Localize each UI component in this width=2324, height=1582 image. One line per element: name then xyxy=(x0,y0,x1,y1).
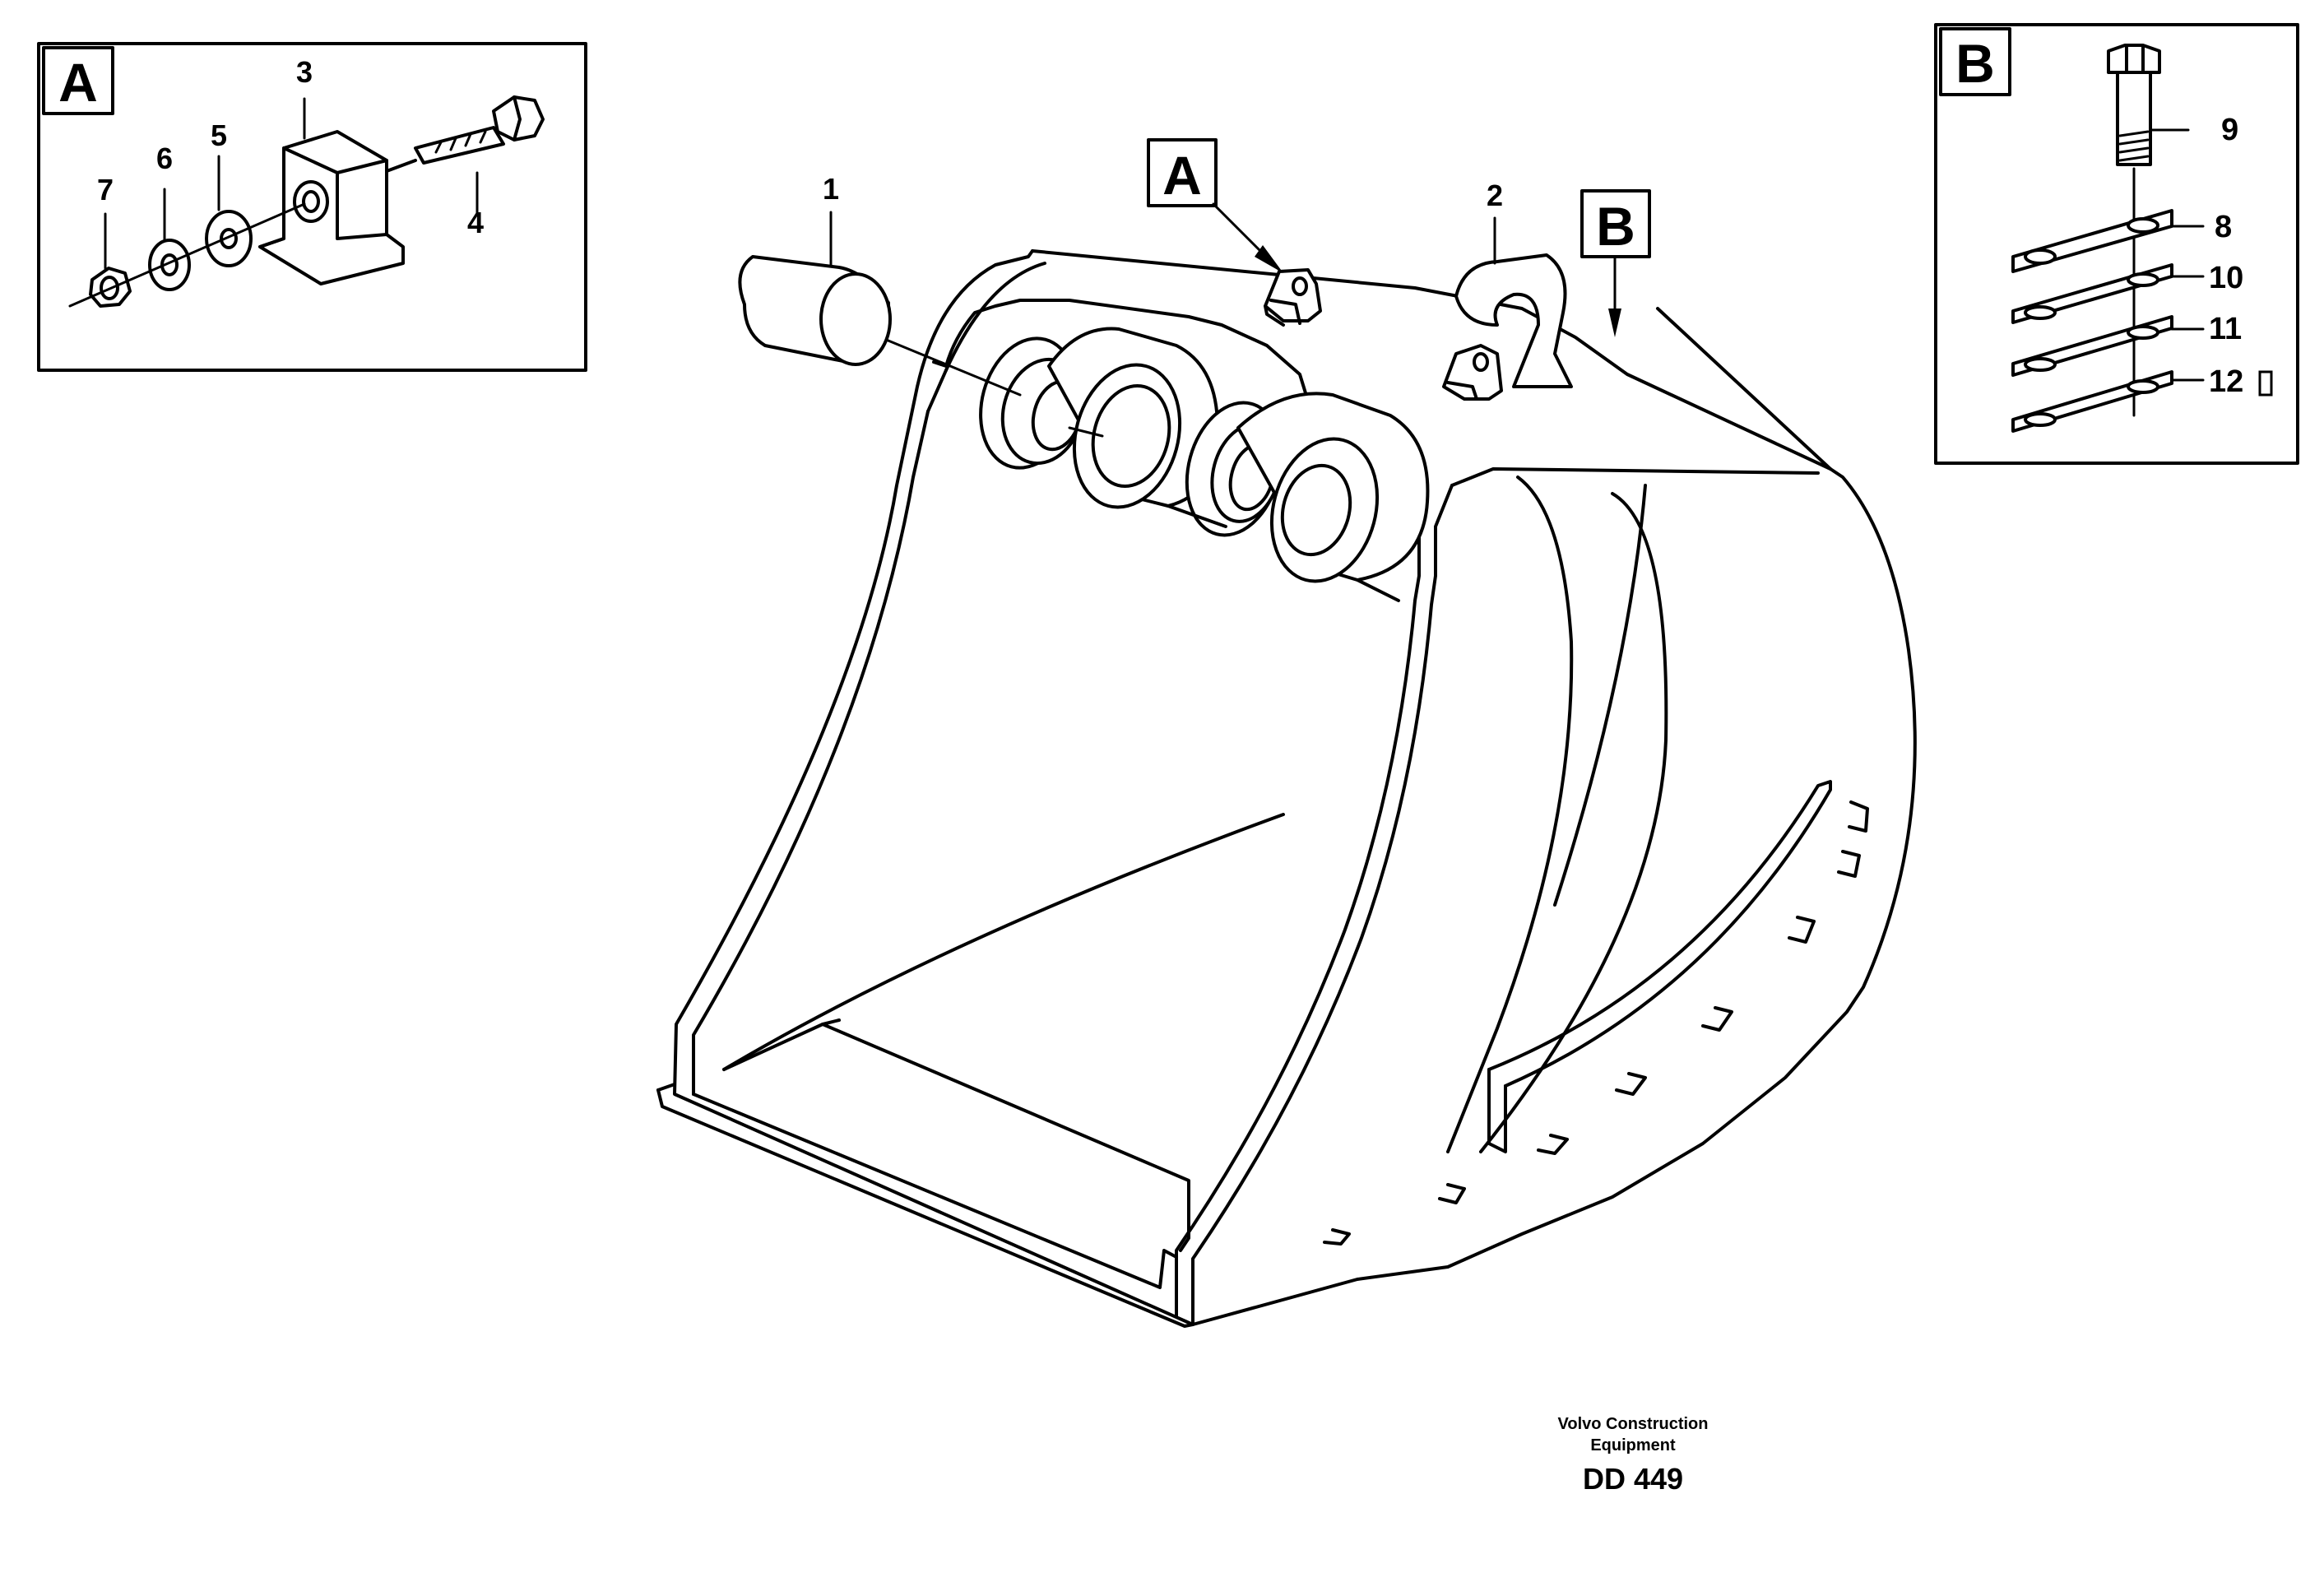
detail-a-letter: A xyxy=(58,52,98,113)
shim-part-10 xyxy=(2011,263,2173,324)
part-label-1: 1 xyxy=(823,172,839,206)
part-label-2: 2 xyxy=(1487,179,1503,212)
drawing-number: DD 449 xyxy=(1583,1462,1683,1496)
part-label-9: 9 xyxy=(2221,113,2238,147)
hinge-boss-4 xyxy=(1236,392,1430,583)
callout-a: A xyxy=(1147,138,1283,273)
lifting-lug-a xyxy=(1264,268,1322,327)
callout-a-letter: A xyxy=(1162,145,1202,206)
washer-part-6 xyxy=(148,239,191,291)
bucket-drawing: A B 1 2 xyxy=(656,138,1917,1328)
detail-a-panel: A xyxy=(37,42,587,372)
footer-credit: Volvo Construction Equipment DD 449 xyxy=(1558,1415,1709,1496)
part-label-4: 4 xyxy=(467,206,484,239)
part-label-5: 5 xyxy=(211,118,227,152)
hook-part-2 xyxy=(1442,253,1573,401)
detail-b-letter: B xyxy=(1955,33,1995,94)
part-label-8: 8 xyxy=(2215,210,2232,244)
company-name-line2: Equipment xyxy=(1590,1436,1676,1454)
hinge-boss-2 xyxy=(1047,327,1219,509)
bolt-part-a xyxy=(385,95,545,173)
callout-b-letter: B xyxy=(1596,196,1635,257)
pin-part-1 xyxy=(738,255,892,366)
bolt-part-9 xyxy=(2107,44,2161,166)
callout-b: B xyxy=(1580,189,1651,337)
part-label-3: 3 xyxy=(296,55,313,89)
plate-part-8 xyxy=(2011,209,2173,273)
part-label-7: 7 xyxy=(97,173,114,206)
part-label-6: 6 xyxy=(156,141,173,175)
part-label-12: 12 xyxy=(2209,364,2243,399)
washer-part-5 xyxy=(205,210,253,267)
part-label-11: 11 xyxy=(2209,312,2242,346)
company-name-line1: Volvo Construction xyxy=(1558,1415,1709,1433)
shim-part-12 xyxy=(2011,370,2173,433)
assembly-axis-line-a xyxy=(68,202,306,308)
nut-part-7 xyxy=(89,267,132,308)
shim-part-11 xyxy=(2011,315,2173,377)
part-label-10: 10 xyxy=(2209,261,2243,295)
detail-b-panel: B 9 xyxy=(1934,23,2299,465)
bracket-part xyxy=(258,130,405,285)
